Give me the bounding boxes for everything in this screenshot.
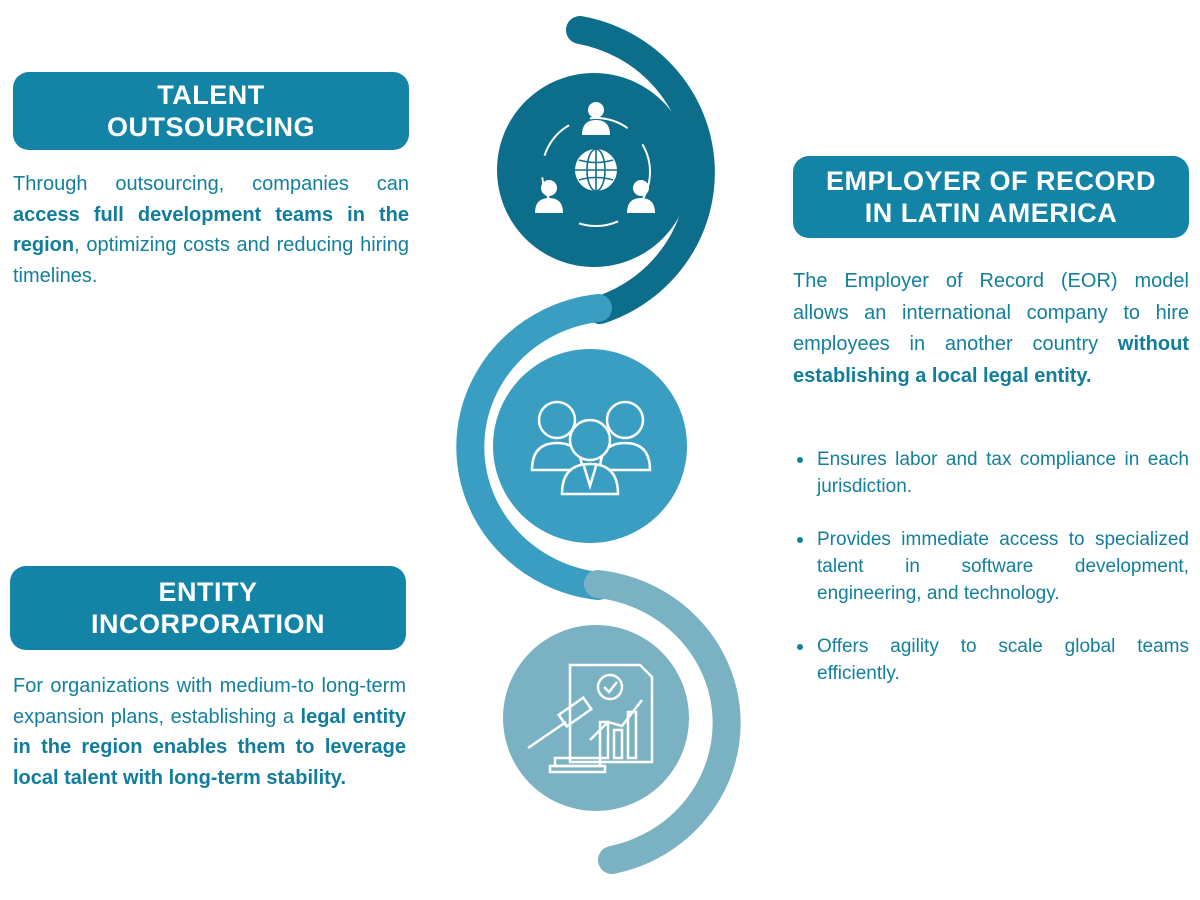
entity-title-line2: INCORPORATION: [91, 609, 325, 639]
talent-title-line2: OUTSOURCING: [107, 112, 315, 142]
bullet-text: Ensures labor and tax compliance in each…: [817, 449, 1189, 497]
bottom-circle: [503, 625, 689, 811]
entity-text-bold: legal entity in the region enables them …: [13, 705, 406, 789]
bullet-dot-icon: [797, 457, 803, 463]
entity-incorporation-card: ENTITY INCORPORATION: [10, 566, 406, 650]
eor-text-bold: without establishing a local legal entit…: [793, 333, 1189, 387]
team-group-icon: [530, 400, 652, 496]
bullet-item: Provides immediate access to specialized…: [795, 526, 1189, 607]
global-network-people-icon: [535, 102, 655, 227]
employer-of-record-card: EMPLOYER OF RECORD IN LATIN AMERICA: [793, 156, 1189, 238]
talent-text-pre: Through outsourcing, companies can: [13, 173, 409, 195]
bullet-item: Ensures labor and tax compliance in each…: [795, 446, 1189, 500]
bullet-dot-icon: [797, 537, 803, 543]
employer-of-record-text: The Employer of Record (EOR) model allow…: [793, 266, 1189, 392]
bullet-text: Offers agility to scale global teams eff…: [817, 636, 1189, 684]
talent-outsourcing-text: Through outsourcing, companies can acces…: [13, 169, 409, 291]
talent-title-line1: TALENT: [157, 79, 265, 110]
bullet-dot-icon: [797, 644, 803, 650]
eor-title-line1: EMPLOYER OF RECORD: [825, 165, 1157, 196]
talent-outsourcing-card: TALENT OUTSOURCING: [13, 72, 409, 150]
talent-text-post: , optimizing costs and reducing hiring t…: [13, 234, 409, 287]
eor-text-pre: The Employer of Record (EOR) model allow…: [793, 270, 1189, 355]
bullet-item: Offers agility to scale global teams eff…: [795, 633, 1189, 687]
bullet-text: Provides immediate access to specialized…: [817, 529, 1189, 604]
middle-arc: [456, 294, 612, 600]
legal-document-gavel-chart-icon: [527, 663, 654, 774]
entity-title-line1: ENTITY: [158, 576, 258, 607]
talent-text-bold: access full development teams in the reg…: [13, 203, 409, 257]
top-arc: [566, 16, 715, 324]
bottom-arc: [584, 570, 741, 874]
entity-incorporation-text: For organizations with medium-to long-te…: [13, 671, 406, 793]
eor-bullet-list: Ensures labor and tax compliance in each…: [795, 446, 1189, 713]
entity-text-pre: For organizations with medium-to long-te…: [13, 675, 406, 728]
eor-title-line2: IN LATIN AMERICA: [864, 198, 1118, 228]
